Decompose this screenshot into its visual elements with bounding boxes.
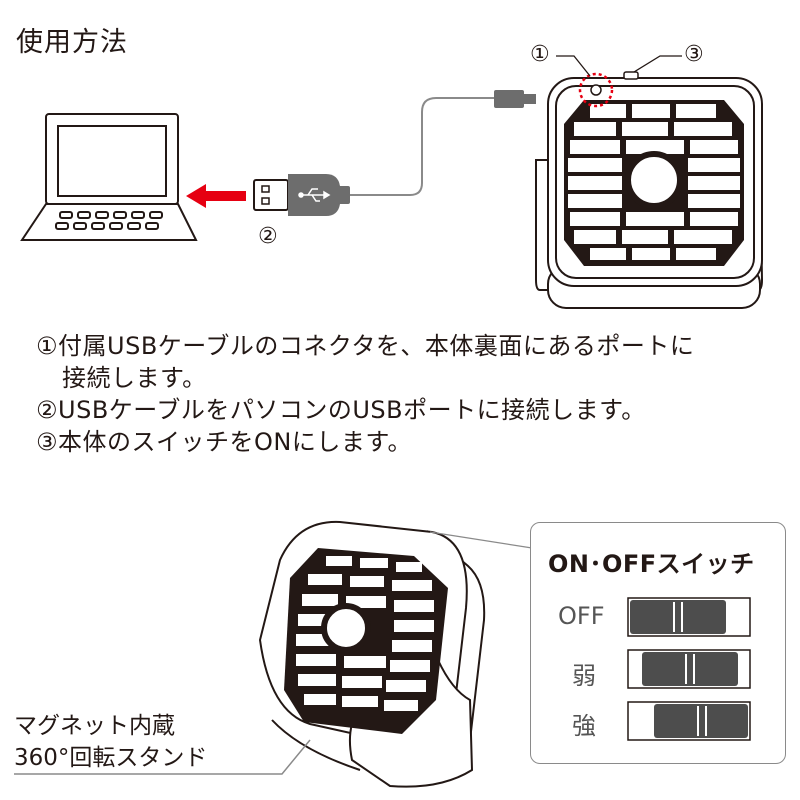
step-1-text-continued: 接続します。	[62, 364, 207, 392]
callout-2: ②	[258, 224, 278, 249]
feature-leader	[14, 739, 311, 775]
switch-panel-title: ON･OFFスイッチ	[548, 550, 755, 578]
feature-stand-text: 360°回転スタンド	[14, 745, 208, 771]
fan-front-view	[258, 520, 486, 788]
callout-1: ①	[530, 42, 550, 67]
switch-label-weak: 弱	[572, 662, 596, 690]
callout-leaders	[556, 55, 682, 77]
switch-off-icon	[627, 597, 751, 637]
step-1-text: ①付属USBケーブルのコネクタを、本体裏面にあるポートに	[36, 332, 695, 360]
step-3-text: ③本体のスイッチをONにします。	[36, 428, 412, 456]
micro-usb-connector-icon	[494, 90, 536, 108]
panel-leader	[429, 531, 533, 549]
fan-back-view	[535, 71, 764, 309]
switch-weak-icon	[627, 649, 751, 689]
usb-cable	[350, 97, 496, 196]
step-2-text: ②USBケーブルをパソコンのUSBポートに接続します。	[36, 396, 646, 424]
switch-nub	[623, 71, 639, 80]
usb-plug-icon	[253, 174, 350, 216]
page-title: 使用方法	[16, 27, 128, 58]
port-highlight	[578, 72, 614, 108]
callout-3: ③	[684, 42, 704, 67]
switch-strong-icon	[627, 701, 751, 741]
laptop-icon	[20, 113, 198, 241]
switch-label-off: OFF	[558, 602, 605, 630]
insert-arrow-icon	[186, 184, 246, 208]
feature-magnet-text: マグネット内蔵	[14, 713, 175, 739]
switch-label-strong: 強	[572, 712, 596, 740]
